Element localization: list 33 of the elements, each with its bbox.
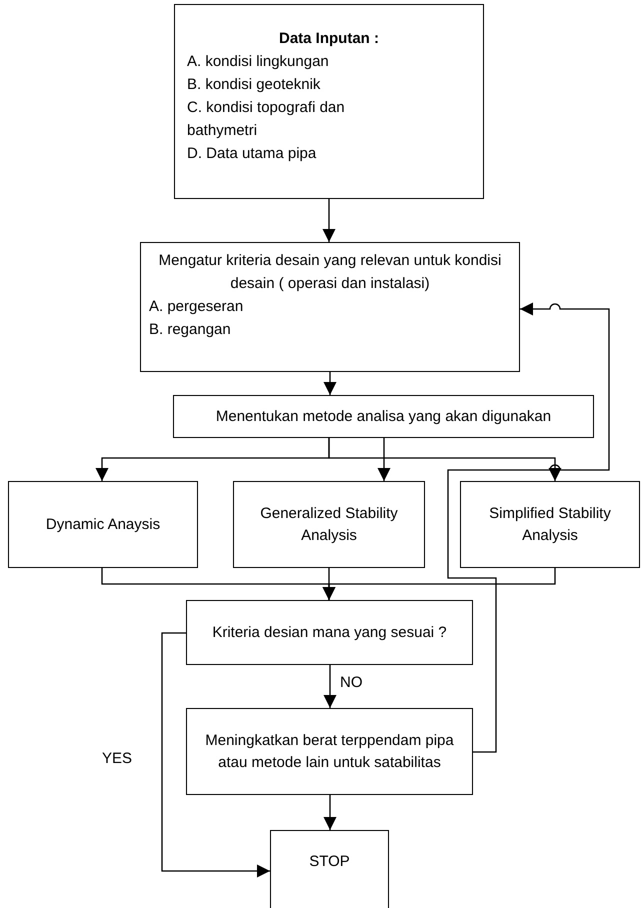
arrow: [322, 199, 336, 242]
arrow: [447, 302, 610, 753]
process-box: [186, 708, 473, 795]
terminal-box: [270, 830, 389, 908]
process-box: [460, 481, 640, 568]
process-text: Simplified Stability Analysis: [488, 504, 612, 546]
list-item: A. pergeseran: [149, 297, 244, 317]
list-item: B. kondisi geoteknik: [187, 75, 322, 95]
arrow: [322, 568, 556, 600]
list-item: A. kondisi lingkungan: [187, 52, 330, 72]
process-text: Dynamic Anaysis: [46, 514, 160, 534]
process-box: [233, 481, 425, 568]
process-box: [174, 4, 484, 199]
process-text: Meningkatkan berat terppendam pipa atau metode lain untuk satabilitas: [204, 730, 455, 772]
arrow: [324, 795, 336, 830]
box-heading: Data Inputan :: [279, 29, 379, 49]
list-item: B. regangan: [149, 320, 232, 340]
process-text: Menentukan metode analisa yang akan digunakan: [216, 406, 552, 426]
process-text: Generalized Stability Analysis: [259, 504, 399, 546]
arrow: [161, 632, 270, 878]
arrow: [324, 372, 336, 395]
process-box: [140, 242, 520, 372]
arrow: [324, 665, 336, 708]
process-box: [8, 481, 198, 568]
list-item: C. kondisi topografi dan bathymetri: [187, 98, 346, 141]
arrow: [328, 438, 562, 481]
arrow: [378, 438, 390, 481]
list-item: D. Data utama pipa: [187, 144, 318, 164]
process-text: Kriteria desian mana yang sesuai ?: [212, 622, 447, 642]
process-text: STOP: [309, 852, 350, 872]
process-box: [186, 600, 473, 665]
process-text: Mengatur kriteria desain yang relevan untuk kondisi desain ( operasi dan instalasi): [158, 251, 502, 294]
process-box: [173, 395, 594, 438]
